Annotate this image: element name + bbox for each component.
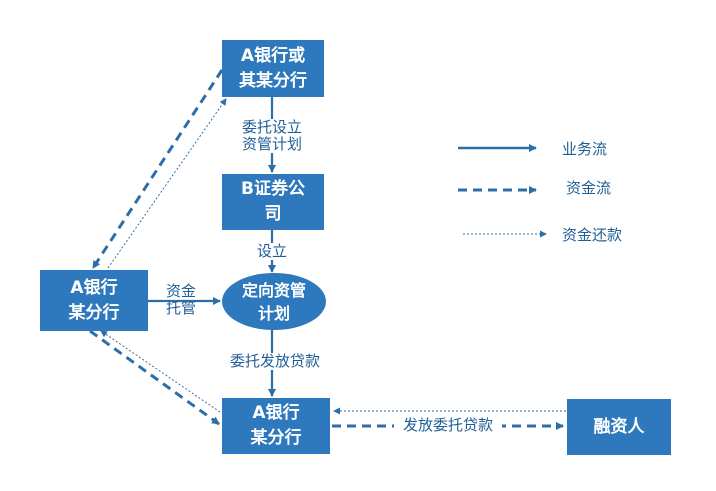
dotted-left-bank-to-top: [107, 98, 227, 269]
node-asset-plan-line1: 定向资管: [241, 280, 306, 300]
node-asset-management-plan: 定向资管 计划: [222, 273, 326, 330]
node-bank-branch-left: A银行 某分行: [40, 270, 148, 331]
label-entrust-line2: 资管计划: [241, 135, 302, 153]
node-securities-line2: 司: [264, 204, 282, 224]
dashed-left-bank-to-bottom-bank: [89, 329, 220, 426]
node-financier-label: 融资人: [593, 416, 645, 437]
legend-business-flow: 业务流: [562, 140, 608, 158]
label-entrust-loan: 委托发放贷款: [222, 353, 328, 370]
label-fund-custody: 资金 托管: [160, 283, 202, 317]
label-issue-entrusted-loan: 发放委托贷款: [394, 417, 502, 434]
node-bank-branch-bottom: A银行 某分行: [222, 398, 330, 454]
node-bank-left-line2: 某分行: [68, 302, 120, 323]
dotted-bottom-bank-to-left-bank: [100, 330, 221, 413]
label-establish: 设立: [254, 243, 290, 260]
label-custody-line1: 资金: [165, 282, 196, 300]
legend-fund-flow: 资金流: [566, 179, 612, 197]
node-bank-branch-top-line1: A银行或: [240, 45, 306, 66]
node-bank-branch-top: A银行或 其某分行: [222, 40, 324, 97]
legend-fund-repayment: 资金还款: [562, 226, 623, 244]
label-custody-line2: 托管: [165, 299, 196, 317]
node-asset-plan-line2: 计划: [257, 303, 290, 323]
label-entrust-establish-plan: 委托设立 资管计划: [234, 119, 310, 153]
node-bank-branch-top-line2: 其某分行: [239, 70, 307, 91]
label-entrust-line1: 委托设立: [241, 118, 302, 136]
dashed-top-to-left-bank: [91, 69, 224, 269]
node-bank-left-line1: A银行: [70, 277, 118, 298]
node-bank-bottom-line2: 某分行: [250, 428, 302, 448]
node-bank-bottom-line1: A银行: [252, 403, 300, 423]
node-financier: 融资人: [567, 399, 671, 455]
node-securities-company: B证券公 司: [222, 174, 324, 230]
node-securities-line1: B证券公: [241, 179, 305, 199]
